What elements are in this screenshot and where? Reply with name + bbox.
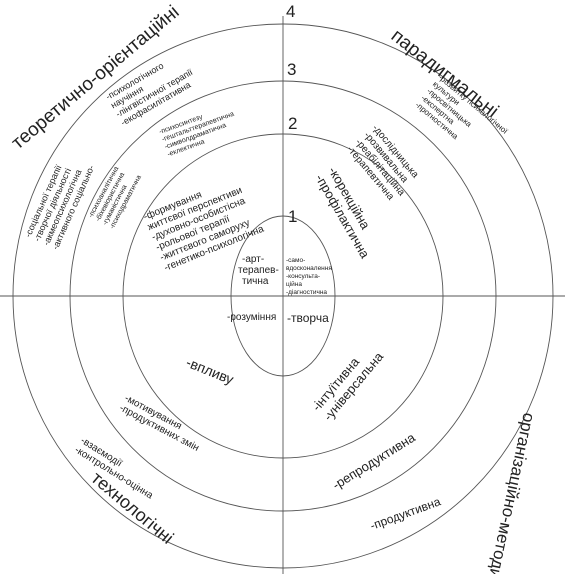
center-creative: -творча — [287, 311, 329, 325]
tl-ring4-list: -соціальної терапії -творчої діяльності … — [23, 163, 97, 251]
ring-number-3: 3 — [287, 60, 296, 79]
center-self-line: вдосконалення — [286, 265, 332, 272]
quadrant-title-top-left: теоретично-орієнтаційні — [8, 2, 184, 154]
bl-ring1-text: -впливу — [184, 354, 236, 387]
quadrant-title-bottom-right: організаційно-методичні — [480, 411, 538, 574]
center-art-line: тична — [242, 276, 269, 287]
br-ring3-text: -продуктивна — [368, 494, 442, 533]
tl-ring2a-list: -психосинтезу -гештальттерапевтична -сим… — [158, 111, 235, 159]
center-understanding: -розуміння — [227, 312, 276, 323]
ring-number-4: 4 — [286, 2, 295, 21]
center-art-line: -арт- — [242, 254, 264, 265]
br-ring2-text: -репродуктивна — [330, 429, 419, 492]
center-art-line: терапев- — [238, 265, 279, 276]
center-art-block: -арт- терапев- тична — [238, 254, 279, 287]
center-self-line: -діагностична — [286, 288, 327, 296]
ring-number-2: 2 — [288, 114, 297, 133]
ring-number-1: 1 — [288, 207, 297, 226]
tl-ring2b-list: -психоаналітична -біхевіористична -гуман… — [87, 165, 143, 230]
center-self-block: -само- вдосконалення -консульта- ційна -… — [286, 257, 332, 296]
center-self-line: ційна — [286, 280, 302, 288]
center-self-line: -само- — [286, 257, 305, 264]
center-self-line: -консульта- — [286, 273, 320, 280]
